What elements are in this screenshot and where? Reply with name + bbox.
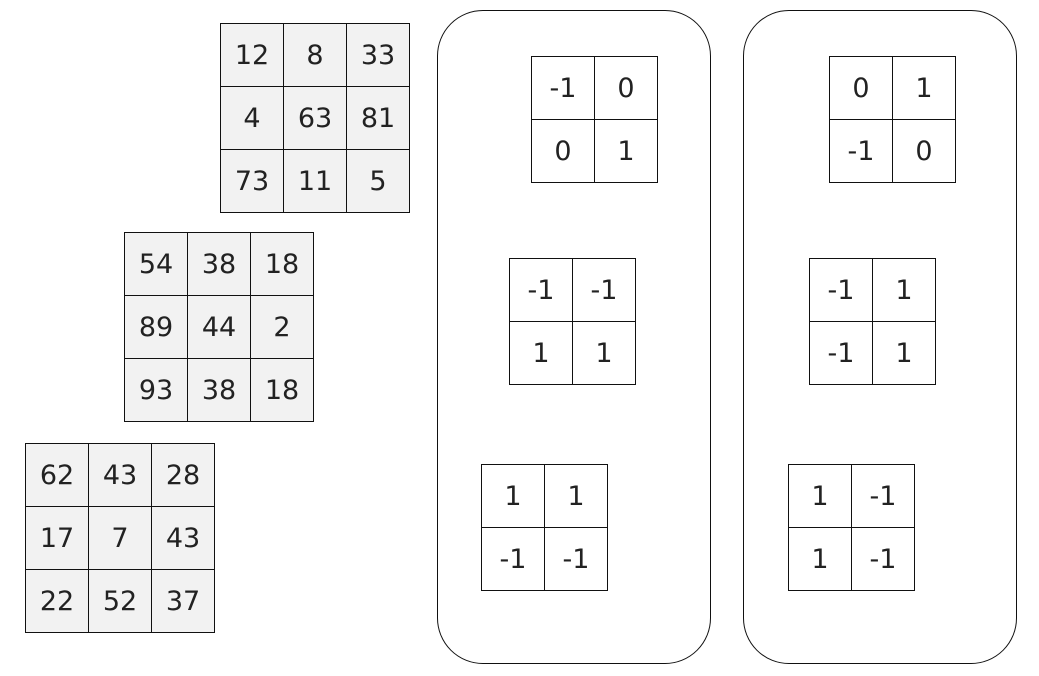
matrix-cell: 62 [25,443,89,507]
matrix-cell: 4 [220,86,284,150]
matrix-cell: 18 [250,232,314,296]
kernel-cell: -1 [509,258,573,322]
kernel-cell: 1 [892,56,956,120]
kernel-cell: 1 [788,464,852,528]
matrix-cell: 52 [88,569,152,633]
matrix-cell: 8 [283,23,347,87]
kernel-cell: -1 [531,56,595,120]
matrix-cell: 43 [151,506,215,570]
kernel-cell: -1 [809,321,873,385]
matrix-cell: 63 [283,86,347,150]
kernel-1-2: -1 -1 1 1 [509,258,636,385]
kernel-2-3: 1 -1 1 -1 [788,464,915,591]
matrix-cell: 38 [187,232,251,296]
kernel-2-2: -1 1 -1 1 [809,258,936,385]
matrix-cell: 89 [124,295,188,359]
input-matrix-3: 62 43 28 17 7 43 22 52 37 [25,443,215,633]
kernel-cell: -1 [572,258,636,322]
kernel-1-3: 1 1 -1 -1 [481,464,608,591]
kernel-cell: 0 [594,56,658,120]
kernel-cell: 0 [892,119,956,183]
matrix-cell: 5 [346,149,410,213]
kernel-cell: -1 [809,258,873,322]
kernel-cell: 1 [872,258,936,322]
matrix-cell: 17 [25,506,89,570]
matrix-cell: 11 [283,149,347,213]
matrix-cell: 7 [88,506,152,570]
kernel-cell: -1 [544,527,608,591]
matrix-cell: 18 [250,358,314,422]
kernel-cell: -1 [851,464,915,528]
matrix-cell: 81 [346,86,410,150]
matrix-cell: 28 [151,443,215,507]
matrix-cell: 38 [187,358,251,422]
matrix-cell: 33 [346,23,410,87]
matrix-cell: 2 [250,295,314,359]
matrix-cell: 54 [124,232,188,296]
matrix-cell: 43 [88,443,152,507]
kernel-cell: 0 [829,56,893,120]
matrix-cell: 22 [25,569,89,633]
matrix-cell: 37 [151,569,215,633]
matrix-cell: 93 [124,358,188,422]
matrix-cell: 44 [187,295,251,359]
matrix-cell: 12 [220,23,284,87]
kernel-cell: 1 [788,527,852,591]
kernel-2-1: 0 1 -1 0 [829,56,956,183]
kernel-cell: 0 [531,119,595,183]
kernel-cell: 1 [572,321,636,385]
kernel-cell: -1 [851,527,915,591]
input-matrix-2: 54 38 18 89 44 2 93 38 18 [124,232,314,422]
kernel-cell: 1 [544,464,608,528]
kernel-cell: 1 [481,464,545,528]
kernel-cell: 1 [594,119,658,183]
input-matrix-1: 12 8 33 4 63 81 73 11 5 [220,23,410,213]
kernel-cell: 1 [509,321,573,385]
kernel-cell: -1 [481,527,545,591]
kernel-cell: -1 [829,119,893,183]
kernel-cell: 1 [872,321,936,385]
kernel-1-1: -1 0 0 1 [531,56,658,183]
matrix-cell: 73 [220,149,284,213]
